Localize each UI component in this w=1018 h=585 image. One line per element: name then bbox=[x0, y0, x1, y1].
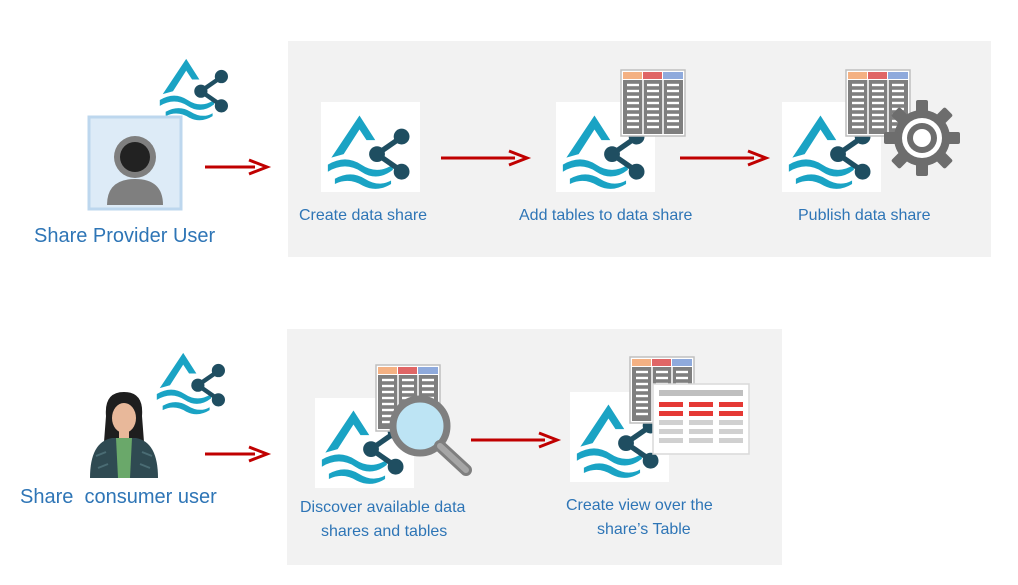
step-caption-discover-line-2: shares and tables bbox=[321, 523, 448, 540]
provider-user-avatar-icon bbox=[87, 115, 183, 211]
step-caption-create-view-line-2: share’s Table bbox=[597, 521, 691, 538]
consumer-role-label: Share consumer user bbox=[20, 486, 217, 508]
provider-role-label: Share Provider User bbox=[34, 225, 216, 247]
provider-entry-arrow-icon bbox=[203, 158, 269, 176]
delta-sharing-logo-icon bbox=[326, 112, 414, 191]
consumer-user-avatar-icon bbox=[90, 392, 158, 478]
data-table-icon bbox=[619, 68, 687, 138]
step-caption-add-tables: Add tables to data share bbox=[519, 207, 693, 224]
step-caption-create-view-line-1: Create view over the bbox=[566, 497, 713, 514]
view-table-icon bbox=[652, 383, 750, 455]
consumer-entry-arrow-icon bbox=[203, 445, 269, 463]
delta-sharing-logo-icon bbox=[155, 350, 229, 416]
magnifying-glass-icon bbox=[389, 395, 472, 476]
step-arrow-icon bbox=[680, 149, 771, 167]
step-caption-create-data-share: Create data share bbox=[299, 207, 428, 224]
step-caption-discover-line-1: Discover available data bbox=[300, 499, 466, 516]
step-arrow-icon bbox=[471, 431, 562, 449]
step-caption-publish-data-share: Publish data share bbox=[798, 207, 931, 224]
delta-sharing-logo-icon bbox=[158, 56, 232, 122]
gear-icon bbox=[884, 100, 960, 176]
step-arrow-icon bbox=[441, 149, 532, 167]
